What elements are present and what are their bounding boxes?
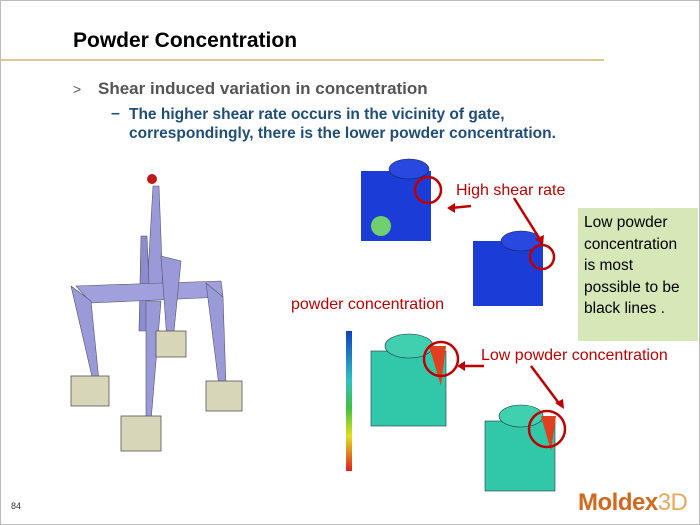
highlight-markers bbox=[413, 175, 567, 449]
shear-rate-model-1 bbox=[361, 158, 431, 241]
label-high-shear-rate: High shear rate bbox=[456, 182, 566, 199]
slide-title: Powder Concentration bbox=[73, 29, 298, 52]
concentration-model-2 bbox=[484, 404, 556, 492]
label-low-powder-concentration: Low powder concentration bbox=[481, 347, 668, 364]
title-divider bbox=[1, 59, 604, 61]
arrow-heads bbox=[447, 203, 564, 409]
concentration-legend bbox=[346, 331, 352, 471]
bullet-marker: > bbox=[73, 81, 82, 97]
logo-suffix: 3D bbox=[657, 489, 688, 516]
page-number: 84 bbox=[11, 501, 22, 511]
sub-bullet-marker: – bbox=[111, 105, 120, 122]
moldex3d-logo: Moldex3D bbox=[578, 489, 688, 517]
logo-main: Moldex bbox=[578, 489, 658, 516]
concentration-model-1 bbox=[370, 333, 447, 427]
note-box: Low powder concentration is most possibl… bbox=[578, 208, 698, 341]
bullet-level2: The higher shear rate occurs in the vici… bbox=[129, 106, 556, 142]
bullet-level1: Shear induced variation in concentration bbox=[98, 79, 428, 98]
runner-system-model bbox=[70, 174, 243, 452]
label-powder-concentration: powder concentration bbox=[291, 296, 444, 313]
shear-rate-model-2 bbox=[473, 230, 543, 306]
